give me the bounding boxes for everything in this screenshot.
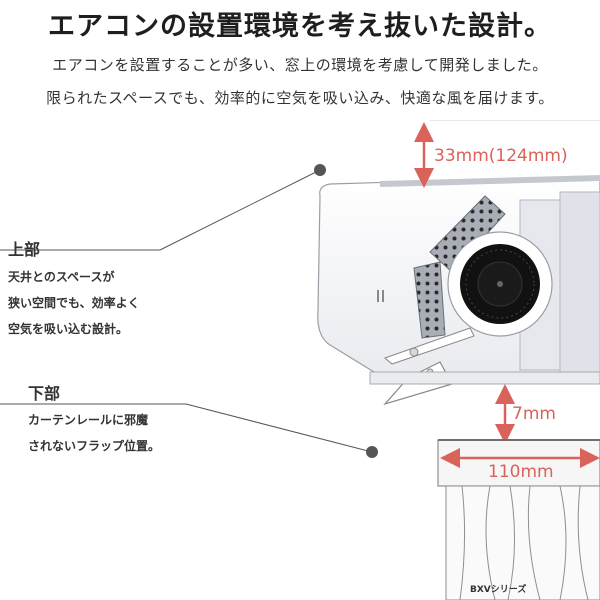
air-conditioner-illustration bbox=[0, 120, 600, 600]
top-callout-heading: 上部 bbox=[8, 240, 41, 259]
louver-upper bbox=[384, 327, 475, 365]
top-gap-label: 33mm(124mm) bbox=[434, 146, 568, 166]
cross-flow-fan bbox=[460, 244, 540, 324]
page-title: エアコンの設置環境を考え抜いた設計。 bbox=[48, 11, 552, 42]
bottom-callout-line: カーテンレールに邪魔 bbox=[28, 413, 149, 427]
top-callout-line: 狭い空間でも、効率よく bbox=[8, 296, 140, 310]
bottom-gap-label: 7mm bbox=[512, 404, 556, 424]
top-callout-line: 空気を吸い込む設計。 bbox=[8, 322, 129, 336]
top-callout-leader bbox=[0, 164, 326, 251]
bottom-callout-heading: 下部 bbox=[28, 384, 61, 403]
series-label: BXVシリーズ bbox=[470, 585, 527, 595]
intro-line-1: エアコンを設置することが多い、窓上の環境を考慮して開発しました。 bbox=[52, 56, 548, 74]
intro-line-2: 限られたスペースでも、効率的に空気を吸い込み、快適な風を届けます。 bbox=[46, 89, 554, 107]
bottom-callout-leader bbox=[0, 403, 378, 458]
heat-exchanger-upper bbox=[429, 195, 506, 273]
curtain bbox=[445, 485, 600, 600]
rail-width-label: 110mm bbox=[488, 462, 554, 482]
bottom-callout-text: カーテンレールに邪魔 されないフラップ位置。 bbox=[28, 407, 160, 459]
indoor-unit bbox=[317, 175, 600, 406]
bottom-callout-line: されないフラップ位置。 bbox=[28, 439, 161, 453]
heat-exchanger-lower bbox=[413, 261, 446, 339]
top-callout-line: 天井とのスペースが bbox=[8, 270, 115, 284]
top-callout-text: 天井とのスペースが 狭い空間でも、効率よく 空気を吸い込む設計。 bbox=[8, 264, 140, 342]
